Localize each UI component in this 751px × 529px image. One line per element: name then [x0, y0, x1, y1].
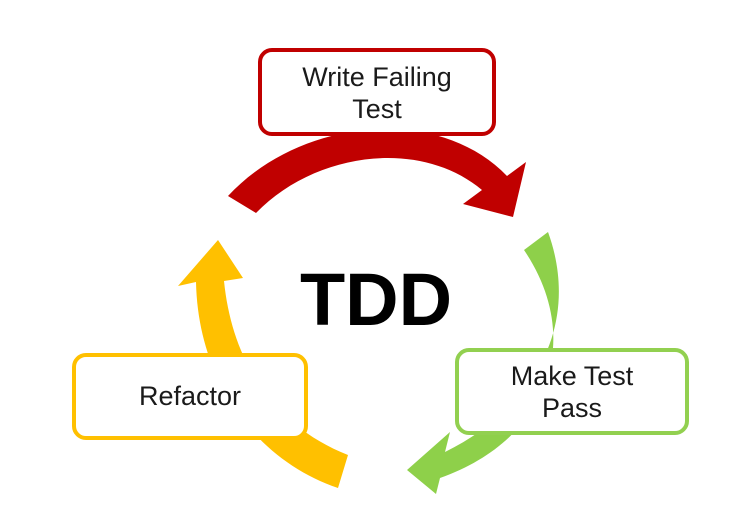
yellow-cycle-arrow — [178, 240, 348, 488]
write-failing-test-label-line2: Test — [352, 94, 402, 124]
write-failing-test-label-line1: Write Failing — [302, 62, 452, 92]
refactor-label: Refactor — [139, 381, 241, 411]
make-test-pass-label-line1: Make Test — [511, 361, 634, 391]
center-tdd-label: TDD — [300, 258, 452, 341]
make-test-pass-box — [455, 348, 689, 435]
make-test-pass-label-line2: Pass — [542, 393, 602, 423]
write-failing-test-box — [258, 48, 496, 136]
green-cycle-arrow — [407, 232, 559, 494]
red-cycle-arrow — [228, 129, 526, 217]
refactor-box — [72, 353, 308, 440]
